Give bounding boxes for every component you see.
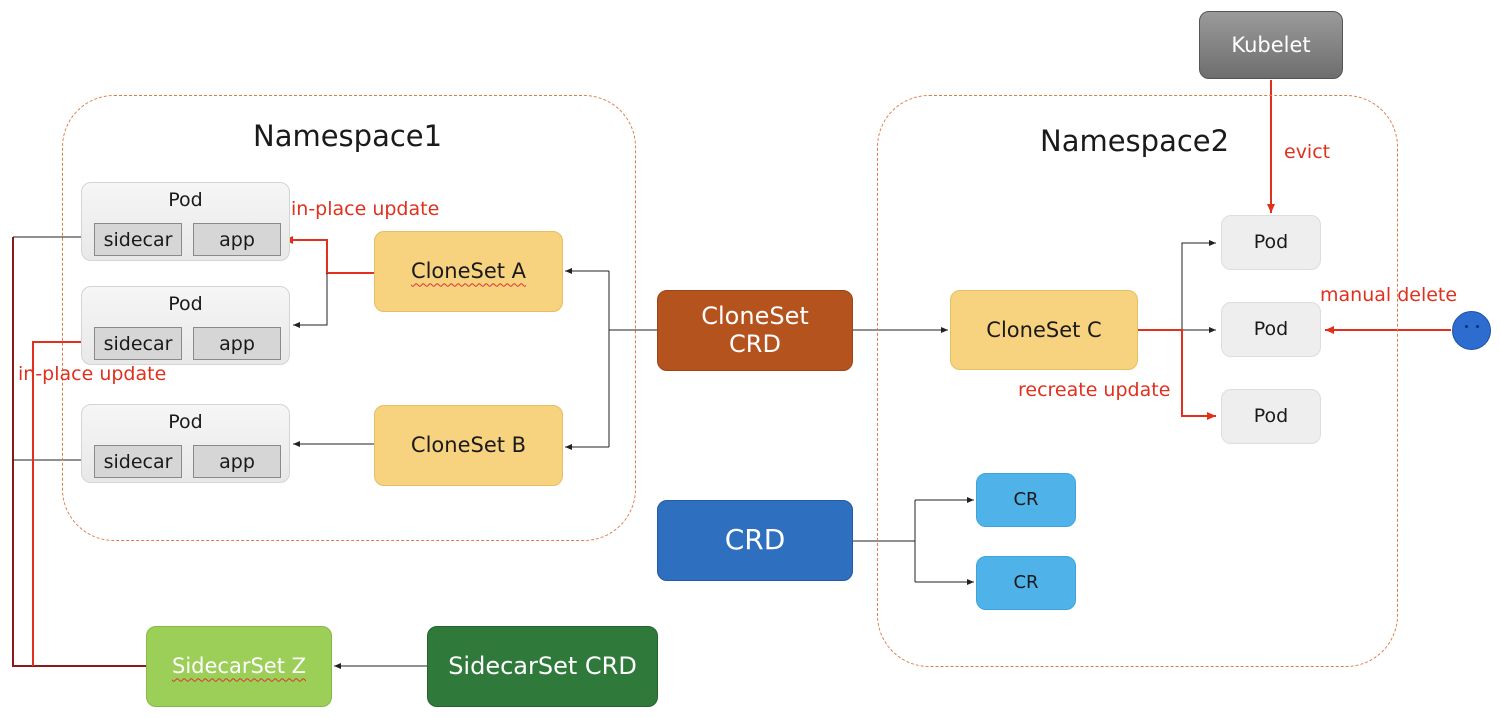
- pod-card-2[interactable]: Pod sidecar app: [81, 286, 290, 365]
- in-place-update-label-top: in-place update: [291, 198, 440, 220]
- sidecarset-z-label: SidecarSet Z: [171, 654, 306, 679]
- user-face-icon: [1452, 311, 1491, 350]
- cloneset-c-node[interactable]: CloneSet C: [950, 290, 1138, 370]
- ns2-pod-label: Pod: [1253, 317, 1289, 340]
- cr-node-2[interactable]: CR: [976, 556, 1076, 610]
- user-eye-right: [1476, 325, 1479, 328]
- manual-delete-label: manual delete: [1320, 284, 1458, 306]
- crd-to-cr-connector: [853, 497, 974, 585]
- kubelet-node[interactable]: Kubelet: [1199, 11, 1343, 79]
- pod-card-1[interactable]: Pod sidecar app: [81, 182, 290, 261]
- cloneset-a-to-pod2-arrow: [293, 273, 328, 328]
- cloneset-b-node[interactable]: CloneSet B: [374, 405, 563, 486]
- ns2-pod-label: Pod: [1253, 230, 1289, 253]
- sidecarset-crd-label: SidecarSet CRD: [448, 651, 637, 680]
- cr-node-1[interactable]: CR: [976, 473, 1076, 527]
- cloneset-crd-node[interactable]: CloneSet CRD: [657, 290, 853, 371]
- crd-to-cloneset-ab-connector: [565, 268, 657, 450]
- ns2-pod-3[interactable]: Pod: [1221, 389, 1321, 444]
- namespace1-title: Namespace1: [253, 119, 443, 153]
- ns2-pod-1[interactable]: Pod: [1221, 215, 1321, 270]
- cr-label: CR: [1013, 571, 1039, 593]
- ns2-pod-2[interactable]: Pod: [1221, 302, 1321, 357]
- app-container[interactable]: app: [193, 445, 281, 478]
- app-container[interactable]: app: [193, 223, 281, 256]
- ns2-pod-label: Pod: [1253, 404, 1289, 427]
- sidecar-container[interactable]: sidecar: [94, 327, 182, 360]
- in-place-update-label-left: in-place update: [18, 363, 167, 385]
- sidecar-container[interactable]: sidecar: [94, 223, 182, 256]
- pod-card-3[interactable]: Pod sidecar app: [81, 404, 290, 483]
- sidecarset-z-bus: [12, 234, 146, 667]
- cloneset-c-to-pods-connector: [1138, 240, 1216, 420]
- cr-label: CR: [1013, 488, 1039, 510]
- pod-title: Pod: [168, 411, 203, 433]
- cloneset-a-inplace-arrow: [284, 236, 374, 274]
- cloneset-c-label: CloneSet C: [986, 317, 1102, 342]
- namespace2-boundary: [877, 95, 1398, 667]
- user-eye-left: [1465, 325, 1468, 328]
- sidecarset-z-node[interactable]: SidecarSet Z: [146, 626, 332, 707]
- sidecar-container[interactable]: sidecar: [94, 445, 182, 478]
- pod-title: Pod: [168, 189, 203, 211]
- evict-label: evict: [1284, 141, 1331, 163]
- pod-title: Pod: [168, 293, 203, 315]
- kubelet-label: Kubelet: [1231, 32, 1311, 57]
- recreate-update-label: recreate update: [1018, 379, 1171, 401]
- cloneset-crd-label: CloneSet CRD: [701, 301, 809, 358]
- app-container[interactable]: app: [193, 327, 281, 360]
- sidecarset-crd-node[interactable]: SidecarSet CRD: [427, 626, 658, 707]
- cloneset-a-node[interactable]: CloneSet A: [374, 231, 563, 312]
- crd-label: CRD: [724, 523, 786, 557]
- crd-node[interactable]: CRD: [657, 500, 853, 581]
- cloneset-b-label: CloneSet B: [410, 433, 527, 458]
- namespace1-boundary: [62, 95, 636, 541]
- cloneset-a-label: CloneSet A: [410, 259, 527, 284]
- namespace2-title: Namespace2: [1040, 124, 1230, 158]
